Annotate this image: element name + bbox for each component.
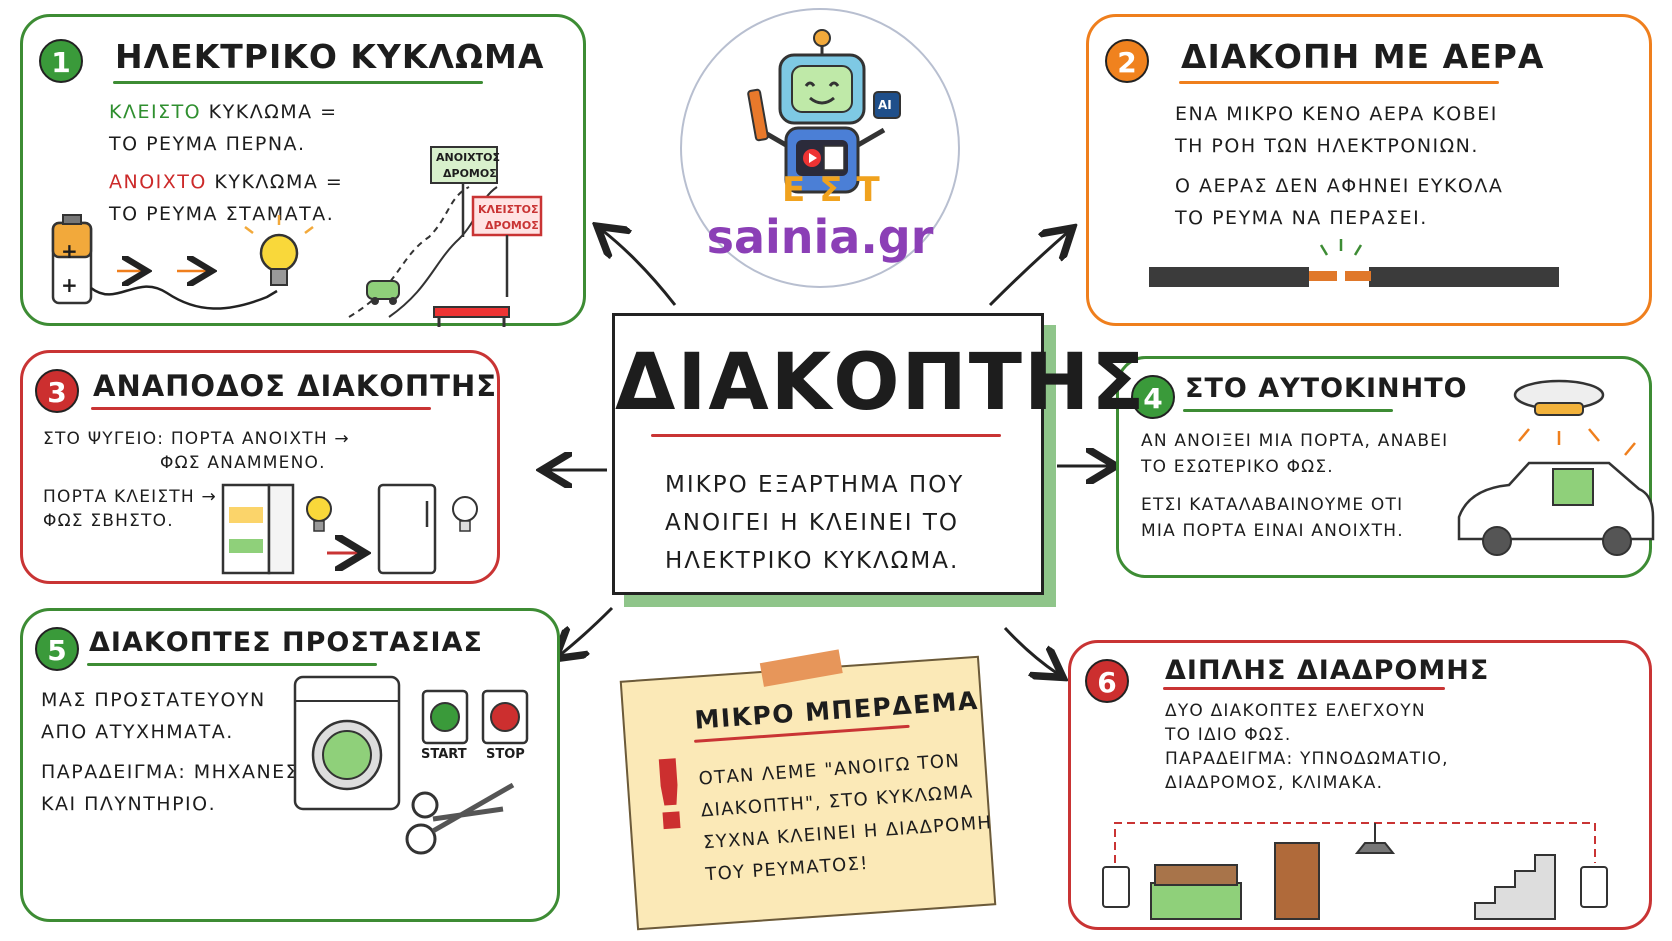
card3-line2: ΦΩΣ ΑΝΑΜΜΕΝΟ. [160, 453, 326, 473]
note-title: ΜΙΚΡΟ ΜΠΕΡΔΕΜΑ [693, 685, 980, 735]
sign-closed-road-2: ΔΡΟΜΟΣ [485, 219, 539, 232]
card-in-the-car: 4 ΣΤΟ ΑΥΤΟΚΙΝΗΤΟ ΑΝ ΑΝΟΙΞΕΙ ΜΙΑ ΠΟΡΤΑ, Α… [1116, 356, 1655, 578]
center-description: ΜΙΚΡΟ ΕΞΑΡΤΗΜΑ ΠΟΥ ΑΝΟΙΓΕΙ Η ΚΛΕΙΝΕΙ ΤΟ … [665, 466, 964, 580]
card1-open-line: ΑΝΟΙΧΤΟ ΚΥΚΛΩΜΑ = [109, 171, 343, 193]
card6-title: ΔΙΠΛΗΣ ΔΙΑΔΡΟΜΗΣ [1165, 655, 1490, 686]
card3-title: ΑΝΑΠΟΔΟΣ ΔΙΑΚΟΠΤΗΣ [93, 369, 498, 403]
card5-line4: ΚΑΙ ΠΛΥΝΤΗΡΙΟ. [41, 793, 217, 815]
card6-line1: ΔΥΟ ΔΙΑΚΟΠΤΕΣ ΕΛΕΓΧΟΥΝ [1165, 701, 1426, 721]
center-line1: ΜΙΚΡΟ ΕΞΑΡΤΗΜΑ ΠΟΥ [665, 472, 965, 498]
card3-number: 3 [35, 369, 79, 413]
card2-number: 2 [1105, 39, 1149, 83]
card-air-gap: 2 ΔΙΑΚΟΠΗ ΜΕ ΑΕΡΑ ΕΝΑ ΜΙΚΡΟ ΚΕΝΟ ΑΕΡΑ ΚΟ… [1086, 14, 1652, 326]
card3-line1: ΣΤΟ ΨΥΓΕΙΟ: ΠΟΡΤΑ ΑΝΟΙΧΤΗ → [43, 429, 350, 449]
card5-number: 5 [35, 627, 79, 671]
car-light-illustration [1457, 379, 1655, 556]
card1-title-underline [113, 81, 483, 84]
card1-closed-line2: ΤΟ ΡΕΥΜΑ ΠΕΡΝΑ. [109, 133, 306, 155]
card3-line4: ΦΩΣ ΣΒΗΣΤΟ. [43, 511, 174, 531]
arrow-to-card2 [988, 232, 1068, 307]
washing-machine-illustration [293, 675, 401, 811]
sign-closed-road-1: ΚΛΕΙΣΤΟΣ [478, 203, 539, 216]
robot-icon [747, 29, 901, 194]
scissors-icon [405, 782, 515, 855]
card6-line2: ΤΟ ΙΔΙΟ ΦΩΣ. [1165, 725, 1292, 745]
exclamation-icon: ! [643, 738, 696, 854]
cut-wire-illustration [1149, 239, 1559, 287]
card2-title: ΔΙΑΚΟΠΗ ΜΕ ΑΕΡΑ [1181, 37, 1545, 76]
card5-line1: ΜΑΣ ΠΡΟΣΤΑΤΕΥΟΥΝ [41, 689, 266, 711]
logo-text: sainia.gr [706, 210, 934, 264]
card-protection-switches: 5 ΔΙΑΚΟΠΤΕΣ ΠΡΟΣΤΑΣΙΑΣ ΜΑΣ ΠΡΟΣΤΑΤΕΥΟΥΝ … [20, 608, 560, 922]
card3-title-underline [91, 407, 431, 410]
card1-closed-line: ΚΛΕΙΣΤΟ ΚΥΚΛΩΜΑ = [109, 101, 338, 123]
card-reverse-switch: 3 ΑΝΑΠΟΔΟΣ ΔΙΑΚΟΠΤΗΣ ΣΤΟ ΨΥΓΕΙΟ: ΠΟΡΤΑ Α… [20, 350, 500, 584]
card1-open-line2: ΤΟ ΡΕΥΜΑ ΣΤΑΜΑΤΑ. [109, 203, 335, 225]
center-title-underline [651, 434, 1001, 437]
arrow-to-card1 [602, 230, 677, 306]
card2-line2: ΤΗ ΡΟΗ ΤΩΝ ΗΛΕΚΤΡΟΝΙΩΝ. [1175, 135, 1479, 157]
fridge-illustration [221, 483, 478, 575]
card2-line3: Ο ΑΕΡΑΣ ΔΕΝ ΑΦΗΝΕΙ ΕΥΚΟΛΑ [1175, 175, 1504, 197]
sticky-note: ! ΜΙΚΡΟ ΜΠΕΡΔΕΜΑ ΟΤΑΝ ΛΕΜΕ "ΑΝΟΙΓΩ ΤΟΝ Δ… [619, 649, 997, 931]
card-two-way-switch: 6 ΔΙΠΛΗΣ ΔΙΑΔΡΟΜΗΣ ΔΥΟ ΔΙΑΚΟΠΤΕΣ ΕΛΕΓΧΟΥ… [1068, 640, 1652, 930]
card4-line1: ΑΝ ΑΝΟΙΞΕΙ ΜΙΑ ΠΟΡΤΑ, ΑΝΑΒΕΙ [1141, 431, 1449, 451]
card2-title-underline [1179, 81, 1499, 84]
card5-title: ΔΙΑΚΟΠΤΕΣ ΠΡΟΣΤΑΣΙΑΣ [89, 627, 483, 658]
card1-open-rest: ΚΥΚΛΩΜΑ = [206, 171, 344, 193]
arrow-to-card5 [560, 606, 614, 655]
card4-title: ΣΤΟ ΑΥΤΟΚΙΝΗΤΟ [1185, 373, 1468, 404]
battery-plus-top: + [61, 239, 78, 263]
card5-line2: ΑΠΟ ΑΤΥΧΗΜΑΤΑ. [41, 721, 234, 743]
card1-open-word: ΑΝΟΙΧΤΟ [109, 171, 207, 193]
arrow-to-card6 [1003, 626, 1058, 674]
card5-line3: ΠΑΡΑΔΕΙΓΜΑ: ΜΗΧΑΝΕΣ [41, 761, 300, 783]
card6-line3: ΠΑΡΑΔΕΙΓΜΑ: ΥΠΝΟΔΩΜΑΤΙΟ, [1165, 749, 1449, 769]
center-line2: ΑΝΟΙΓΕΙ Η ΚΛΕΙΝΕΙ ΤΟ [665, 510, 959, 536]
start-button-icon [421, 689, 469, 745]
card1-closed-rest: ΚΥΚΛΩΜΑ = [201, 101, 338, 123]
center-line3: ΗΛΕΚΤΡΙΚΟ ΚΥΚΛΩΜΑ. [665, 548, 960, 574]
house-rooms-illustration [1102, 822, 1608, 920]
note-text: ΟΤΑΝ ΛΕΜΕ "ΑΝΟΙΓΩ ΤΟΝ ΔΙΑΚΟΠΤΗ", ΣΤΟ ΚΥΚ… [698, 743, 996, 891]
card4-title-underline [1183, 409, 1393, 412]
card1-title: ΗΛΕΚΤΡΙΚΟ ΚΥΚΛΩΜΑ [115, 37, 545, 76]
stop-label: STOP [486, 747, 525, 762]
card1-closed-word: ΚΛΕΙΣΤΟ [109, 101, 202, 123]
card1-number: 1 [39, 39, 83, 83]
start-label: START [421, 747, 467, 762]
card6-number: 6 [1085, 659, 1129, 703]
card3-line3: ΠΟΡΤΑ ΚΛΕΙΣΤΗ → [43, 487, 217, 507]
logo-chip-label: AI [878, 98, 892, 112]
card4-line4: ΜΙΑ ΠΟΡΤΑ ΕΙΝΑΙ ΑΝΟΙΧΤΗ. [1141, 521, 1404, 541]
card4-number: 4 [1131, 375, 1175, 419]
center-concept-box: ΔΙΑΚΟΠΤΗΣ ΜΙΚΡΟ ΕΞΑΡΤΗΜΑ ΠΟΥ ΑΝΟΙΓΕΙ Η Κ… [612, 313, 1147, 595]
center-title: ΔΙΑΚΟΠΤΗΣ [615, 338, 1147, 428]
battery-plus-bottom: + [61, 273, 78, 297]
battery-bulb-illustration [51, 214, 314, 310]
sign-open-road-2: ΔΡΟΜΟΣ [443, 167, 497, 180]
card4-line3: ΕΤΣΙ ΚΑΤΑΛΑΒΑΙΝΟΥΜΕ ΟΤΙ [1141, 495, 1404, 515]
card5-title-underline [87, 663, 377, 666]
card2-line4: ΤΟ ΡΕΥΜΑ ΝΑ ΠΕΡΑΣΕΙ. [1175, 207, 1428, 229]
card2-line1: ΕΝΑ ΜΙΚΡΟ ΚΕΝΟ ΑΕΡΑ ΚΟΒΕΙ [1175, 103, 1498, 125]
stop-button-icon [481, 689, 529, 745]
logo-badge: AI ΕΣΤ sainia.gr [680, 8, 960, 288]
card4-line2: ΤΟ ΕΣΩΤΕΡΙΚΟ ΦΩΣ. [1141, 457, 1334, 477]
logo-letters: ΕΣΤ [782, 170, 894, 210]
card6-title-underline [1163, 687, 1445, 690]
sign-open-road-1: ΑΝΟΙΧΤΟΣ [436, 151, 501, 164]
road-illustration [348, 146, 543, 327]
card6-line4: ΔΙΑΔΡΟΜΟΣ, ΚΛΙΜΑΚΑ. [1165, 773, 1384, 793]
card-electric-circuit: 1 ΗΛΕΚΤΡΙΚΟ ΚΥΚΛΩΜΑ ΚΛΕΙΣΤΟ ΚΥΚΛΩΜΑ = ΤΟ… [20, 14, 586, 327]
